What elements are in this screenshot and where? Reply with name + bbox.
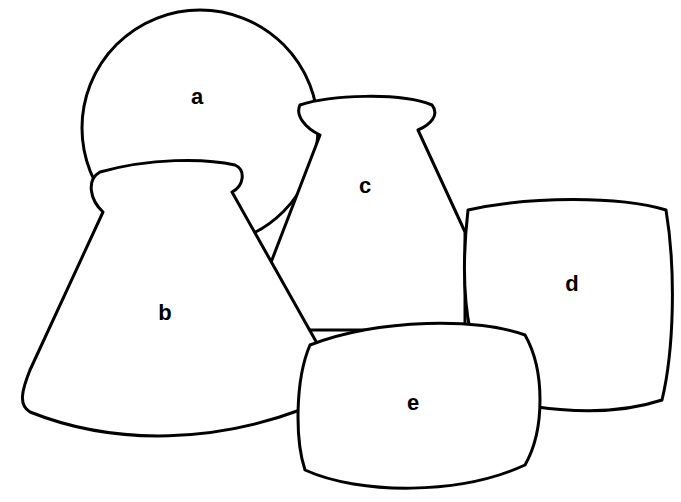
shape-letter: a bbox=[191, 86, 203, 108]
shape-outline bbox=[264, 88, 470, 336]
shape-outline bbox=[292, 314, 548, 498]
shape-letter: e bbox=[407, 392, 419, 414]
shape-letter: c bbox=[359, 175, 371, 197]
shape-letter: d bbox=[565, 273, 578, 295]
outline-path bbox=[270, 96, 465, 330]
flask-shape: b bbox=[16, 154, 324, 454]
shape-letter: b bbox=[158, 302, 171, 324]
vase-shape: c bbox=[264, 88, 470, 336]
outline-path bbox=[298, 323, 540, 488]
rounded-block: e bbox=[292, 314, 548, 498]
outline-path bbox=[22, 160, 318, 435]
